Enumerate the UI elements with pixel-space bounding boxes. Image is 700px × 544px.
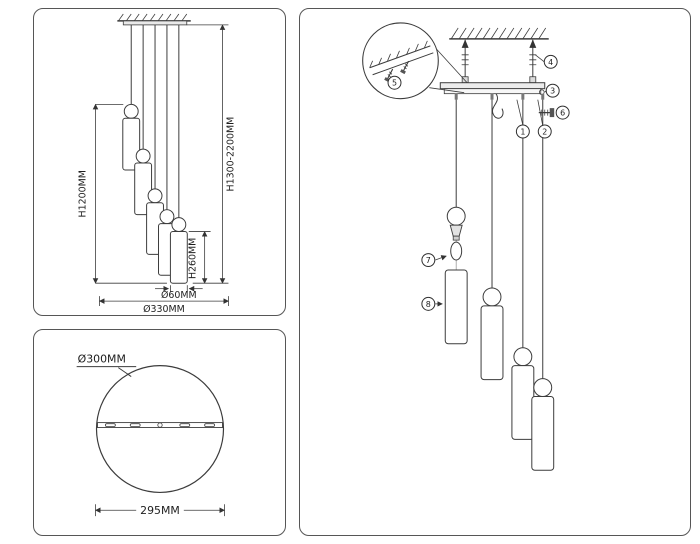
dimension-overall-height: H1300-2200MM xyxy=(186,24,236,284)
socket-neck xyxy=(452,235,460,241)
shade-diameter-label: Ø60MM xyxy=(161,290,197,301)
dimension-cluster-diameter: Ø330MM xyxy=(98,296,230,315)
callout-4-number: 4 xyxy=(548,58,553,67)
callout-1-number: 1 xyxy=(520,128,525,137)
pendant-ball xyxy=(482,287,502,307)
callout-7: 7 xyxy=(421,253,447,268)
pendant-shade xyxy=(531,396,555,471)
lamp-socket xyxy=(449,224,463,237)
pendant-ball xyxy=(446,206,466,226)
callout-6: 6 xyxy=(555,105,570,120)
pendant-shade xyxy=(169,231,188,284)
callout-6-number: 6 xyxy=(560,109,565,118)
balloon-circle xyxy=(362,22,439,100)
pendant-shade xyxy=(444,269,468,345)
assembly-drawing: 1 2 3 4 5 6 xyxy=(362,22,570,471)
dimension-view-panel: H1200MM H1300-2200MM H260MM Ø xyxy=(33,8,286,316)
mounting-plate xyxy=(439,82,546,90)
cord-grip xyxy=(454,93,458,100)
pendant-5 xyxy=(169,217,188,284)
pendant-3 xyxy=(511,347,535,440)
screw-stud xyxy=(529,76,537,84)
canopy-cover xyxy=(443,88,542,95)
bracket-slot xyxy=(204,423,215,427)
canopy-circle xyxy=(95,365,225,494)
dimension-pendant-drop: H1200MM xyxy=(78,103,167,284)
dimension-shade-height: H260MM xyxy=(188,230,211,284)
mounting-bracket xyxy=(97,422,223,428)
screw-stud xyxy=(461,76,469,84)
canopy-plate xyxy=(122,20,188,26)
pendant-4 xyxy=(531,378,555,471)
bracket-center-hole xyxy=(157,422,163,428)
callout-2: 2 xyxy=(537,99,552,139)
shade-height-label: H260MM xyxy=(188,238,199,279)
mounting-screws xyxy=(461,39,537,83)
power-wire xyxy=(492,93,504,119)
top-view-panel: Ø300MM 295MM xyxy=(33,329,286,536)
plate-diameter-label: Ø300MM xyxy=(78,353,126,366)
detail-screw-2 xyxy=(400,60,410,75)
pendant-exploded xyxy=(444,206,468,345)
bracket-slot xyxy=(179,423,191,427)
callout-5-number: 5 xyxy=(392,79,397,88)
cluster-diameter-label: Ø330MM xyxy=(143,304,185,315)
callout-5: 5 xyxy=(387,75,402,90)
bracket-slot xyxy=(105,423,116,427)
assembly-view-panel: 1 2 3 4 5 6 xyxy=(299,8,691,536)
pendant-ball xyxy=(513,347,533,367)
pendant-shade xyxy=(480,305,504,381)
callout-3-number: 3 xyxy=(550,87,555,96)
screw-up-arrow xyxy=(529,39,537,48)
dimension-bracket-width: 295MM xyxy=(94,502,226,518)
bolt-icon xyxy=(538,108,555,118)
pendant-2 xyxy=(134,148,153,216)
pendant-ball xyxy=(171,217,187,233)
pendant-shade xyxy=(122,117,141,171)
detail-plate xyxy=(369,40,434,76)
label-backing xyxy=(136,502,184,518)
top-view-drawing: Ø300MM 295MM xyxy=(76,353,226,518)
screw-up-arrow xyxy=(461,39,469,48)
dimension-drawing: H1200MM H1300-2200MM H260MM Ø xyxy=(78,13,236,315)
dimension-shade-diameter: Ø60MM xyxy=(155,285,203,301)
bracket-width-label: 295MM xyxy=(140,504,180,517)
pendant-ball xyxy=(147,188,163,204)
callout-8: 8 xyxy=(421,296,443,311)
callout-8-number: 8 xyxy=(426,300,431,309)
pendant-ball xyxy=(533,378,553,398)
callout-7-number: 7 xyxy=(426,256,431,265)
cord-grip xyxy=(490,93,494,100)
pendant-drop-label: H1200MM xyxy=(78,170,89,217)
bracket-slot xyxy=(129,423,141,427)
detail-balloon xyxy=(362,22,468,100)
pendant-shade xyxy=(134,162,153,216)
suspension-cords xyxy=(130,24,180,218)
plate-diameter-callout: Ø300MM xyxy=(76,353,137,377)
cord-grip xyxy=(541,93,545,100)
pendant-shade xyxy=(511,365,535,440)
canopy-assembly xyxy=(439,76,546,119)
light-bulb xyxy=(450,241,463,261)
pendant-ball xyxy=(123,103,139,119)
cord-grip xyxy=(521,93,525,100)
callout-4: 4 xyxy=(535,54,558,69)
pendant-2 xyxy=(480,287,504,381)
overall-height-label: H1300-2200MM xyxy=(225,117,236,192)
pendant-ball xyxy=(159,209,175,225)
callout-1: 1 xyxy=(515,99,530,139)
pendant-ball xyxy=(135,148,151,164)
pendant-1 xyxy=(122,103,141,171)
callout-2-number: 2 xyxy=(542,128,547,137)
callout-3: 3 xyxy=(544,83,560,98)
ceiling-section xyxy=(449,27,549,40)
suspension-cords xyxy=(455,99,544,379)
ceiling-mount xyxy=(117,13,191,26)
